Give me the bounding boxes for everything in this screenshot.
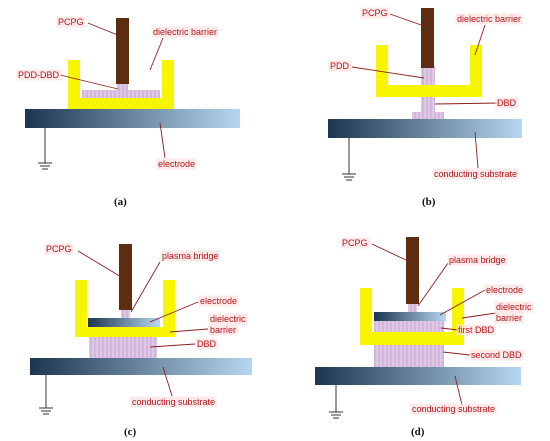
label-highlight	[208, 324, 238, 336]
label-first-dbd: first DBD	[458, 325, 495, 335]
label-highlight	[151, 26, 219, 38]
label-electrode: electrode	[200, 296, 237, 306]
label-pcpg: PCPG	[342, 238, 368, 248]
first-dbd-plasma	[374, 321, 444, 332]
label-highlight	[456, 324, 497, 336]
label-highlight	[16, 69, 62, 81]
label-dielectric-barrier: dielectric barrier	[153, 27, 217, 37]
pcpg-rod	[406, 237, 419, 304]
label-highlight	[360, 7, 390, 19]
caption-a: (a)	[114, 196, 127, 208]
label-highlight	[195, 338, 219, 350]
label-highlight	[56, 16, 86, 28]
label-conducting-substrate: conducting substrate	[434, 169, 517, 179]
label-highlight	[44, 243, 74, 255]
pdd-plasma	[421, 66, 435, 85]
label-dielectric: dielectric	[210, 314, 246, 324]
label-highlight	[494, 312, 524, 324]
label-highlight	[469, 349, 524, 361]
plasma-bridge	[121, 310, 130, 318]
dielectric-barrier	[75, 280, 175, 337]
label-pcpg: PCPG	[46, 244, 72, 254]
label-highlight	[198, 295, 239, 307]
label-highlight	[156, 158, 197, 170]
label-dbd: DBD	[197, 339, 217, 349]
electrode-plate	[374, 312, 446, 321]
label-pcpg: PCPG	[362, 8, 388, 18]
dielectric-barrier	[360, 288, 464, 345]
label-dbd: DBD	[497, 98, 517, 108]
label-dielectric: dielectric	[496, 302, 532, 312]
panel-c: PCPG plasma bridge electrode dielectric …	[30, 243, 252, 438]
electrode-plate	[25, 109, 240, 128]
dbd-plasma-spread	[412, 112, 444, 119]
label-plasma-bridge: plasma bridge	[449, 255, 506, 265]
ground-symbol	[38, 128, 52, 170]
ground-symbol	[39, 375, 53, 415]
panel-a: PCPG dielectric barrier PDD-DBD electrod…	[16, 16, 240, 208]
panel-d: PCPG plasma bridge electrode dielectric …	[315, 237, 534, 438]
label-highlight	[484, 284, 525, 296]
label-dielectric-barrier: dielectric barrier	[457, 14, 521, 24]
pdd-dbd-plasma	[82, 90, 160, 98]
conducting-substrate	[315, 367, 521, 385]
label-highlight	[447, 254, 508, 266]
panel-b: PCPG dielectric barrier PDD DBD conducti…	[328, 7, 523, 208]
label-highlight	[494, 301, 534, 313]
label-electrode: electrode	[486, 285, 523, 295]
label-barrier: barrier	[210, 325, 236, 335]
ground-symbol	[329, 385, 343, 419]
label-pdd: PDD	[330, 61, 350, 71]
dielectric-barrier	[376, 45, 482, 97]
second-dbd-plasma	[374, 345, 444, 367]
label-highlight	[410, 403, 497, 415]
pcpg-rod	[116, 18, 129, 84]
label-conducting-substrate: conducting substrate	[132, 397, 215, 407]
pcpg-plasma-tip	[117, 84, 128, 90]
conducting-substrate	[328, 119, 522, 138]
label-second-dbd: second DBD	[471, 350, 522, 360]
label-highlight	[340, 237, 370, 249]
label-highlight	[208, 313, 248, 325]
label-plasma-bridge: plasma bridge	[162, 251, 219, 261]
dbd-plasma	[89, 337, 157, 358]
label-highlight	[432, 168, 519, 180]
dbd-plasma-column	[421, 97, 435, 112]
caption-b: (b)	[422, 196, 436, 208]
plasma-bridge	[408, 304, 417, 312]
ground-symbol	[342, 138, 356, 181]
pcpg-rod	[421, 8, 434, 68]
pcpg-rod	[119, 244, 132, 310]
caption-d: (d)	[411, 426, 425, 438]
label-highlight	[130, 396, 217, 408]
label-electrode: electrode	[158, 159, 195, 169]
conducting-substrate	[30, 358, 252, 375]
label-highlight	[455, 13, 523, 25]
caption-c: (c)	[124, 426, 137, 438]
label-barrier: barrier	[496, 313, 522, 323]
label-highlight	[495, 97, 519, 109]
label-highlight	[328, 60, 352, 72]
label-pdd-dbd: PDD-DBD	[18, 70, 60, 80]
label-highlight	[160, 250, 221, 262]
electrode-plate	[88, 318, 160, 327]
label-conducting-substrate: conducting substrate	[412, 404, 495, 414]
dielectric-barrier	[68, 60, 174, 109]
label-pcpg: PCPG	[58, 17, 84, 27]
